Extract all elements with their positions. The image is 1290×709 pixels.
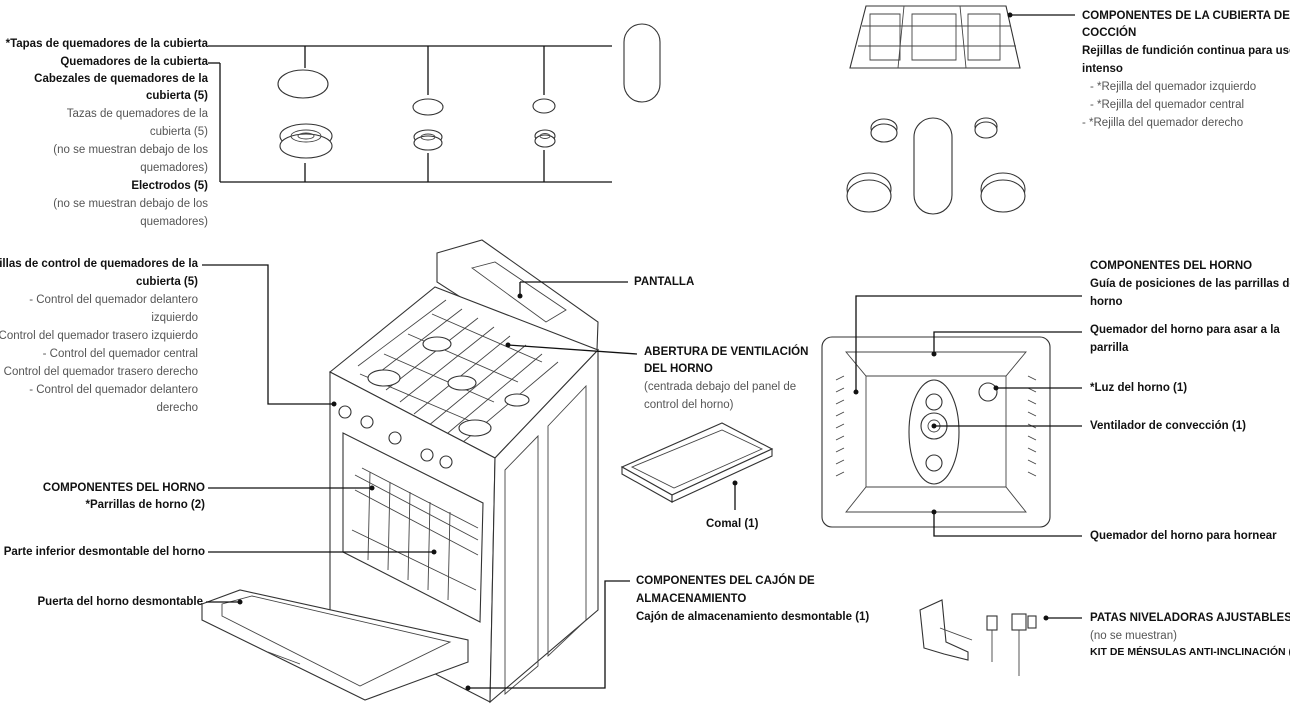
label-anti-tip-kit: KIT DE MÉNSULAS ANTI-INCLINACIÓN (1) xyxy=(1090,646,1290,658)
label-griddle: Comal (1) xyxy=(706,518,759,530)
label-vent-4: control del horno) xyxy=(644,399,734,411)
label-knobs-8: - Control del quemador delantero xyxy=(29,384,198,396)
oven-interior-illustration xyxy=(821,295,1082,537)
label-knobs-5: - Control del quemador trasero izquierdo xyxy=(0,330,198,342)
label-burner-heads-2: cubierta (5) xyxy=(146,90,208,102)
label-cooktop-comp-3: Rejillas de fundición continua para uso xyxy=(1082,45,1290,57)
label-burner-bowls-3: (no se muestran debajo de los xyxy=(53,144,208,156)
label-oven-r-2: Guía de posiciones de las parrillas del xyxy=(1090,278,1290,290)
label-electrodes-3: quemadores) xyxy=(140,216,208,228)
label-knobs-6: - Control del quemador central xyxy=(42,348,198,360)
leader-lines-top-left xyxy=(208,45,612,183)
label-bake-burner: Quemador del horno para hornear xyxy=(1090,530,1277,542)
label-cooktop-comp-1: COMPONENTES DE LA CUBIERTA DE xyxy=(1082,10,1290,22)
griddle-illustration xyxy=(620,422,774,503)
label-oven-r-1: COMPONENTES DEL HORNO xyxy=(1090,260,1253,272)
label-oven-racks: *Parrillas de horno (2) xyxy=(85,499,205,511)
label-vent-3: (centrada debajo del panel de xyxy=(644,381,797,393)
label-leveling-legs: PATAS NIVELADORAS AJUSTABLES (4) xyxy=(1090,612,1290,624)
label-knobs-3: - Control del quemador delantero xyxy=(29,294,198,306)
label-knobs-9: derecho xyxy=(156,402,198,414)
leveling-legs-illustration xyxy=(919,599,1082,676)
label-oven-r-4: Quemador del horno para asar a la xyxy=(1090,324,1280,336)
label-oven-r-3: horno xyxy=(1090,296,1123,308)
label-oven-bottom: Parte inferior desmontable del horno xyxy=(3,546,205,558)
label-vent-2: DEL HORNO xyxy=(644,363,713,375)
label-display: PANTALLA xyxy=(634,276,695,288)
label-burner-bowls-4: quemadores) xyxy=(140,162,208,174)
label-cooktop-comp-7: - *Rejilla del quemador derecho xyxy=(1082,117,1244,129)
label-cooktop-comp-4: intenso xyxy=(1082,63,1123,75)
label-knobs-1: *Perillas de control de quemadores de la xyxy=(0,258,198,270)
label-cooktop-comp-6: - *Rejilla del quemador central xyxy=(1090,99,1245,111)
label-burner-bowls-2: cubierta (5) xyxy=(149,126,208,138)
label-convection-fan: Ventilador de convección (1) xyxy=(1090,420,1246,432)
label-oven-components: COMPONENTES DEL HORNO xyxy=(42,482,205,494)
label-electrodes: Electrodos (5) xyxy=(131,180,208,192)
label-oven-light: *Luz del horno (1) xyxy=(1090,382,1188,394)
label-knobs-7: - Control del quemador trasero derecho xyxy=(0,366,198,378)
label-cooktop-comp-5: - *Rejilla del quemador izquierdo xyxy=(1090,81,1257,93)
label-oven-door: Puerta del horno desmontable xyxy=(37,596,204,608)
cooktop-grates-illustration xyxy=(846,5,1075,215)
label-burner-heads-1: Cabezales de quemadores de la xyxy=(34,73,208,85)
label-vent-1: ABERTURA DE VENTILACIÓN xyxy=(644,346,809,358)
label-cooktop-comp-2: COCCIÓN xyxy=(1082,27,1137,39)
label-electrodes-2: (no se muestran debajo de los xyxy=(53,198,208,210)
label-drawer-1: COMPONENTES DEL CAJÓN DE xyxy=(636,575,815,587)
label-knobs-4: izquierdo xyxy=(151,312,198,324)
burner-parts-illustration xyxy=(277,23,661,159)
range-illustration xyxy=(201,239,599,704)
label-burner-bowls-1: Tazas de quemadores de la xyxy=(66,108,208,120)
label-drawer-3: Cajón de almacenamiento desmontable (1) xyxy=(636,611,870,623)
label-leveling-legs-2: (no se muestran) xyxy=(1090,630,1177,642)
label-drawer-2: ALMACENAMIENTO xyxy=(636,593,747,605)
label-knobs-2: cubierta (5) xyxy=(136,276,198,288)
leader-lines-left xyxy=(202,264,738,691)
label-oven-r-5: parrilla xyxy=(1090,342,1129,354)
label-burner-caps: *Tapas de quemadores de la cubierta xyxy=(5,38,208,50)
label-cooktop-burners: Quemadores de la cubierta xyxy=(60,56,208,68)
